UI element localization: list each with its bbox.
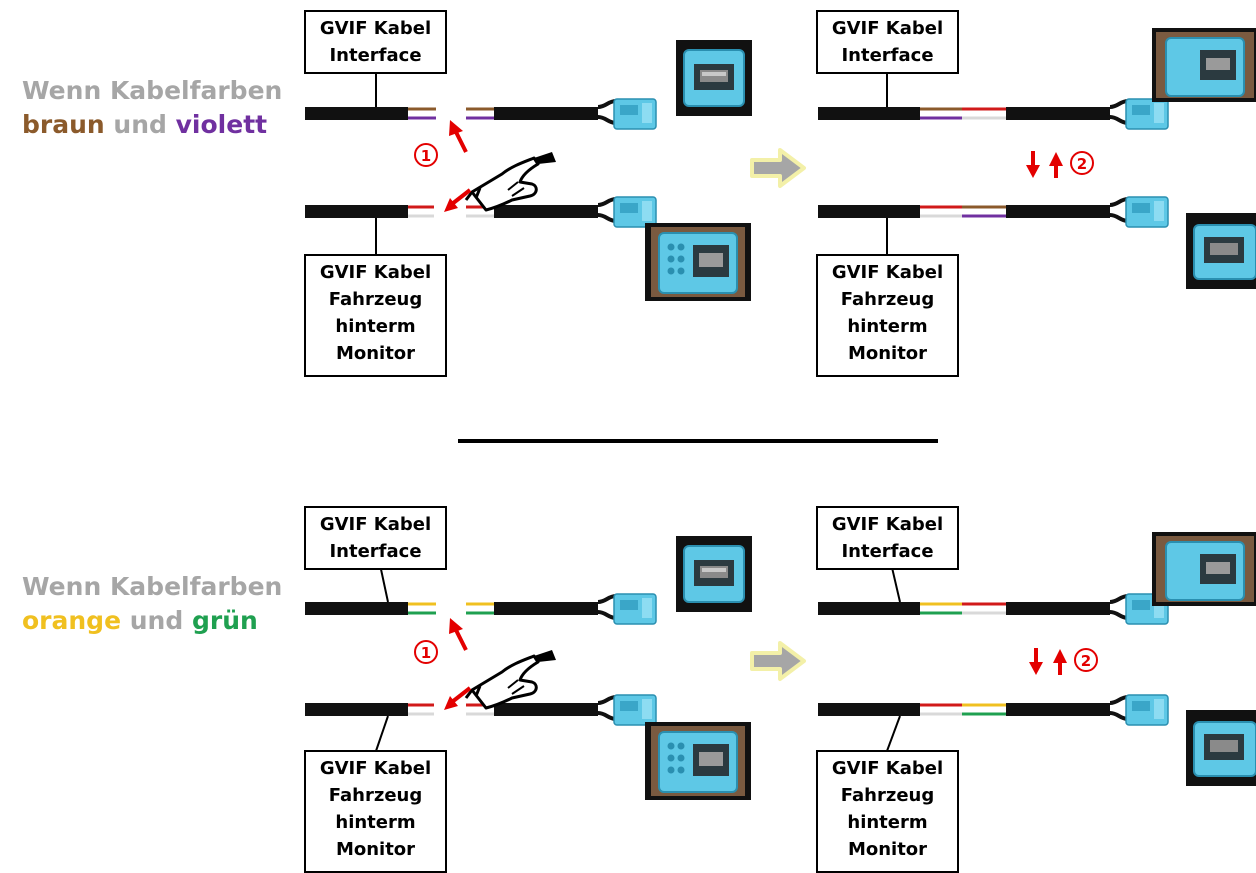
- section-divider: [458, 439, 938, 443]
- connector-photo-male: [644, 721, 752, 801]
- cutting-hand-icon: [464, 150, 558, 212]
- section-bottom-label: Wenn Kabelfarben orange und grün: [22, 570, 282, 638]
- box-line: GVIF Kabel: [319, 18, 432, 39]
- box-line: hinterm: [335, 316, 416, 337]
- box-line: hinterm: [847, 812, 928, 833]
- box-line: Monitor: [847, 343, 928, 364]
- box-line: GVIF Kabel: [831, 18, 944, 39]
- connector-photo-female-right: [1186, 710, 1256, 786]
- step-marker-1: 1: [414, 143, 438, 167]
- step-marker-1-text: 1: [421, 147, 431, 165]
- label-and: und: [113, 110, 167, 139]
- box-line: GVIF Kabel: [831, 262, 944, 283]
- box-line: GVIF Kabel: [319, 514, 432, 535]
- next-step-arrow-icon: [750, 641, 806, 681]
- top-left-cable-interface: [305, 50, 658, 131]
- box-line: Fahrzeug: [840, 785, 935, 806]
- top-right-cable-vehicle: [818, 195, 1170, 254]
- label-color-word1: braun: [22, 110, 105, 139]
- bottom-right-cable-vehicle: [818, 693, 1170, 752]
- connector-photo-male: [644, 222, 752, 302]
- box-line: Interface: [329, 541, 422, 562]
- step-marker-2: 2: [1074, 648, 1098, 672]
- box-line: GVIF Kabel: [831, 514, 944, 535]
- swap-arrows-icon: [1029, 648, 1067, 675]
- connector-photo-female-right: [1186, 213, 1256, 289]
- top-right-cable-interface: [818, 50, 1170, 131]
- step-marker-2: 2: [1070, 151, 1094, 175]
- step-marker-2-text: 2: [1081, 652, 1091, 670]
- box-line: GVIF Kabel: [831, 758, 944, 779]
- step-marker-1-text: 1: [421, 644, 431, 662]
- box-line: Interface: [329, 45, 422, 66]
- box-line: hinterm: [847, 316, 928, 337]
- box-line: Monitor: [335, 839, 416, 860]
- bottom-left-red-arrows-icon: [444, 618, 472, 710]
- box-line: Monitor: [847, 839, 928, 860]
- box-cable-vehicle: GVIF Kabel Fahrzeug hinterm Monitor: [816, 750, 959, 873]
- label-line1: Wenn Kabelfarben: [22, 76, 283, 105]
- box-line: GVIF Kabel: [319, 758, 432, 779]
- section-top-label: Wenn Kabelfarben braun und violett: [22, 74, 282, 142]
- top-left-cable-vehicle: [305, 195, 658, 254]
- box-line: Fahrzeug: [840, 289, 935, 310]
- step-marker-2-text: 2: [1077, 155, 1087, 173]
- box-cable-interface: GVIF Kabel Interface: [816, 10, 959, 74]
- box-line: Fahrzeug: [328, 785, 423, 806]
- label-color-word2: grün: [191, 606, 258, 635]
- connector-photo-female: [675, 535, 753, 613]
- box-cable-vehicle: GVIF Kabel Fahrzeug hinterm Monitor: [304, 750, 447, 873]
- cutting-hand-icon: [464, 648, 558, 710]
- connector-photo-male-right: [1152, 532, 1256, 606]
- label-color-word1: orange: [22, 606, 122, 635]
- swap-arrows-icon: [1026, 151, 1063, 178]
- label-line1: Wenn Kabelfarben: [22, 572, 283, 601]
- box-line: Fahrzeug: [328, 289, 423, 310]
- box-cable-interface: GVIF Kabel Interface: [816, 506, 959, 570]
- box-line: Monitor: [335, 343, 416, 364]
- box-cable-vehicle: GVIF Kabel Fahrzeug hinterm Monitor: [816, 254, 959, 377]
- box-cable-vehicle: GVIF Kabel Fahrzeug hinterm Monitor: [304, 254, 447, 377]
- box-line: GVIF Kabel: [319, 262, 432, 283]
- bottom-left-cable-vehicle: [305, 693, 658, 752]
- label-color-word2: violett: [175, 110, 268, 139]
- step-marker-1: 1: [414, 640, 438, 664]
- connector-photo-male-right: [1152, 28, 1256, 102]
- bottom-right-cable-interface: [818, 545, 1170, 626]
- connector-photo-female: [675, 39, 753, 117]
- box-line: Interface: [841, 541, 934, 562]
- bottom-left-cable-interface: [305, 545, 658, 626]
- next-step-arrow-icon: [750, 148, 806, 188]
- box-line: hinterm: [335, 812, 416, 833]
- box-line: Interface: [841, 45, 934, 66]
- label-and: und: [129, 606, 184, 635]
- box-cable-interface: GVIF Kabel Interface: [304, 10, 447, 74]
- top-left-red-arrows-icon: [444, 120, 472, 212]
- box-cable-interface: GVIF Kabel Interface: [304, 506, 447, 570]
